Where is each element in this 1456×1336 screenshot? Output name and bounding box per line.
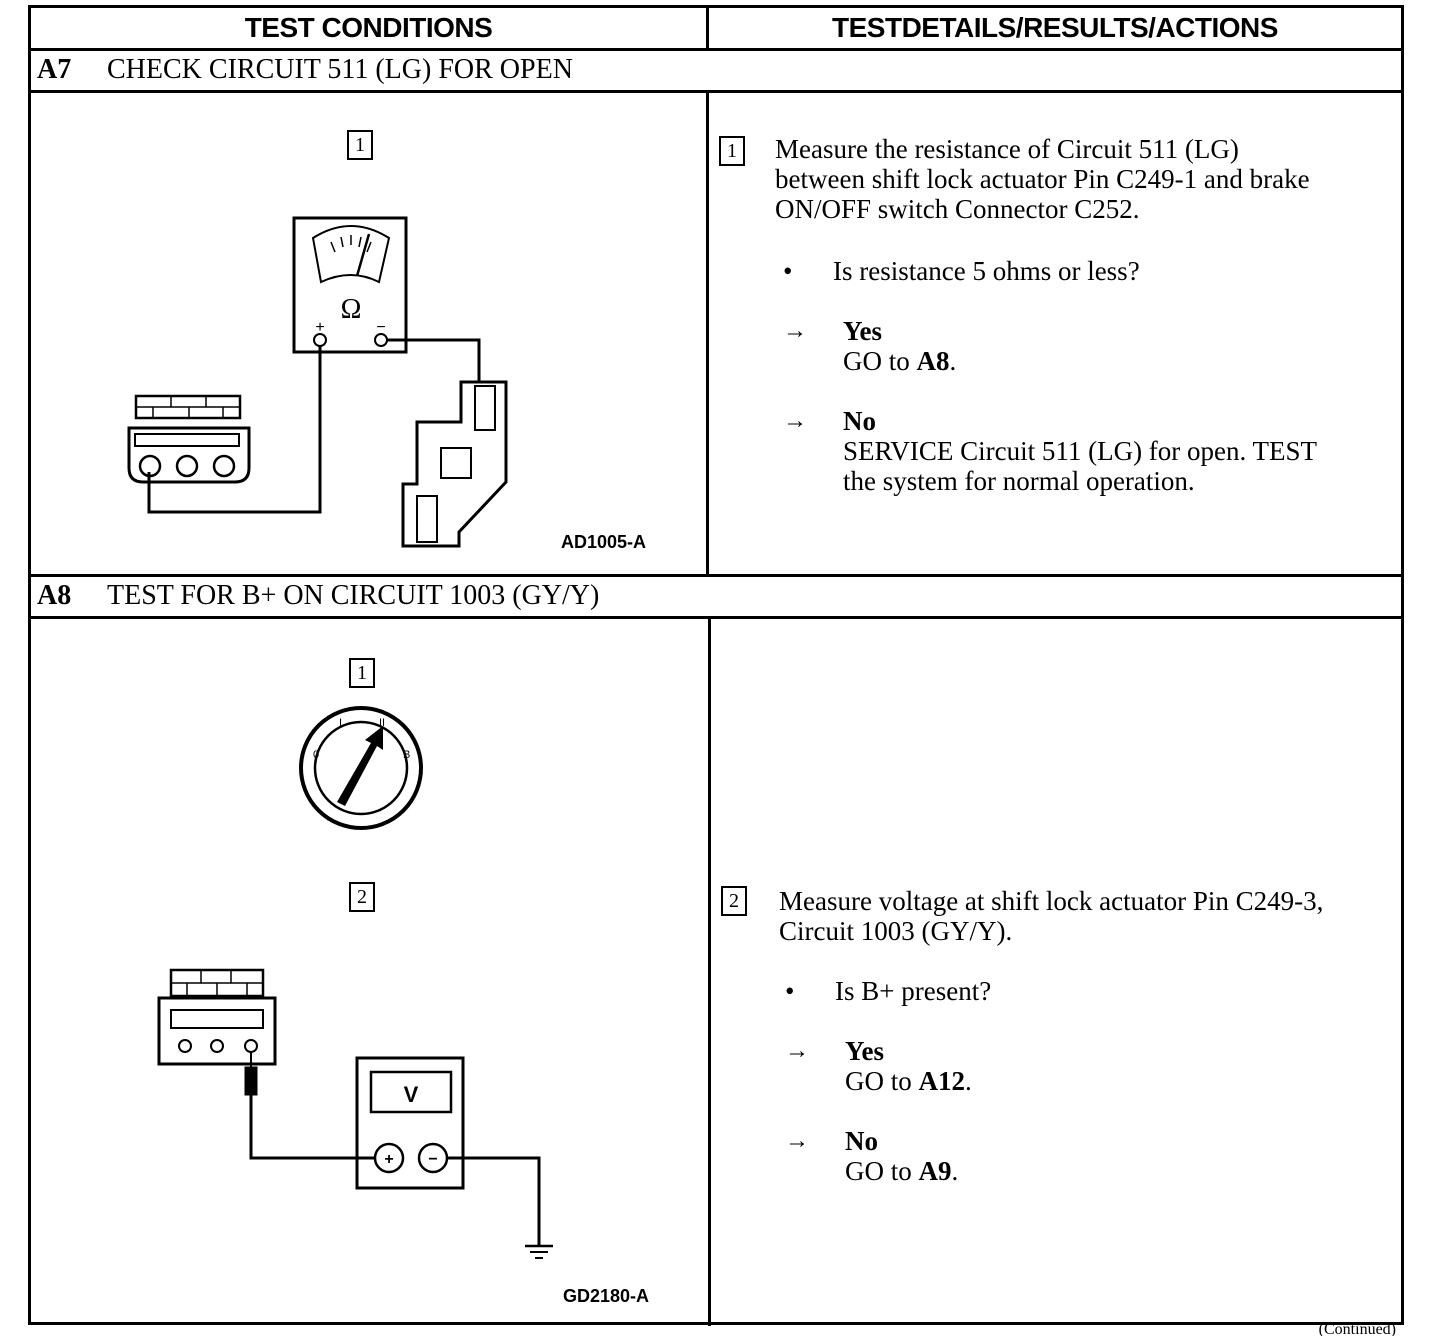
step-number-box: 2 <box>721 886 747 916</box>
ignition-bezel <box>299 706 423 830</box>
section-title-text: CHECK CIRCUIT 511 (LG) FOR OPEN <box>107 54 573 85</box>
figure-id: GD2180-A <box>563 1286 650 1306</box>
bullet: • <box>783 256 793 286</box>
answer-action: GO to A9. <box>845 1156 959 1186</box>
connector-pin <box>212 454 236 478</box>
arrow-icon: → <box>783 318 807 344</box>
minus-sign: − <box>428 1151 437 1168</box>
section-title-text: TEST FOR B+ ON CIRCUIT 1003 (GY/Y) <box>107 580 600 611</box>
svg-text:B: B <box>403 749 410 761</box>
svg-text:I: I <box>339 717 342 729</box>
section-title-a8: A8 TEST FOR B+ ON CIRCUIT 1003 (GY/Y) <box>37 576 599 616</box>
voltmeter-display <box>369 1070 453 1114</box>
connector-body <box>127 426 251 484</box>
diagnostic-table: TEST CONDITIONS TESTDETAILS/RESULTS/ACTI… <box>28 5 1404 1326</box>
divider <box>31 90 1401 93</box>
figure-id: AD1005-A <box>561 532 647 552</box>
minus-sign: − <box>376 319 385 336</box>
bullet: • <box>785 976 795 1006</box>
answer-action: GO to A8. <box>843 346 957 376</box>
ohmmeter-test-diagram: Ω + − <box>127 216 508 548</box>
divider <box>31 574 1401 577</box>
section-code: A8 <box>37 580 72 611</box>
test-question: • Is B+ present? <box>785 976 991 1006</box>
arrow-icon: → <box>785 1128 809 1154</box>
instruction-line: Measure voltage at shift lock actuator P… <box>779 886 1324 916</box>
question-text: Is resistance 5 ohms or less? <box>833 256 1140 286</box>
action-target: A8 <box>916 346 950 376</box>
ignition-switch-diagram: 0 I II B <box>299 706 423 830</box>
column-header-test-details: TESTDETAILS/RESULTS/ACTIONS <box>832 12 1278 43</box>
section-code: A7 <box>37 54 72 85</box>
test-probe <box>244 1066 258 1096</box>
ohm-symbol: Ω <box>341 294 362 325</box>
answer-label: No <box>843 406 876 436</box>
step-number-box: 1 <box>719 136 745 166</box>
divider <box>31 48 1401 51</box>
ohmmeter-dial <box>311 225 391 284</box>
connector-pin <box>138 454 162 478</box>
instruction-line: Circuit 1003 (GY/Y). <box>779 916 1013 946</box>
figure-step-marker: 1 <box>347 130 373 160</box>
connector-pin <box>178 1039 192 1053</box>
column-header-test-conditions: TEST CONDITIONS <box>244 12 493 43</box>
connector-pin <box>210 1039 224 1053</box>
arrow-icon: → <box>783 408 807 434</box>
svg-text:II: II <box>379 717 385 729</box>
answer-action-line: SERVICE Circuit 511 (LG) for open. TEST <box>843 436 1318 466</box>
question-text: Is B+ present? <box>835 976 992 1006</box>
action-target: A12 <box>918 1066 966 1096</box>
figure-step-marker: 2 <box>349 882 375 912</box>
test-question: • Is resistance 5 ohms or less? <box>783 256 1140 286</box>
ignition-cylinder <box>313 720 409 816</box>
column-divider <box>706 8 709 50</box>
voltmeter-test-diagram: V + − <box>157 968 553 1259</box>
answer-label: Yes <box>843 316 882 346</box>
answer-label: Yes <box>845 1036 884 1066</box>
brake-switch-body <box>401 380 508 548</box>
plus-sign: + <box>384 1151 393 1168</box>
section-title-a7: A7 CHECK CIRCUIT 511 (LG) FOR OPEN <box>37 50 573 90</box>
figure-step-marker: 1 <box>349 658 375 688</box>
answer-label: No <box>845 1126 878 1156</box>
column-divider <box>708 616 711 1326</box>
arrow-icon: → <box>785 1038 809 1064</box>
divider <box>31 616 1401 619</box>
answer-no: → No SERVICE Circuit 511 (LG) for open. … <box>783 406 1317 496</box>
svg-text:0: 0 <box>313 749 319 761</box>
ohmmeter-body <box>292 216 408 354</box>
action-target: A9 <box>918 1156 952 1186</box>
instruction-line: Measure the resistance of Circuit 511 (L… <box>775 134 1239 164</box>
answer-action: GO to A12. <box>845 1066 972 1096</box>
connector-pin <box>244 1039 258 1053</box>
ohmmeter-needle <box>355 233 371 277</box>
step-instruction: Measure voltage at shift lock actuator P… <box>779 886 1323 946</box>
voltmeter-body <box>355 1056 465 1190</box>
instruction-line: ON/OFF switch Connector C252. <box>775 194 1140 224</box>
volt-symbol: V <box>404 1082 419 1107</box>
column-divider <box>706 90 709 576</box>
plus-sign: + <box>315 319 324 336</box>
answer-yes: → Yes GO to A12. <box>785 1036 972 1096</box>
answer-action-line: the system for normal operation. <box>843 466 1195 496</box>
answer-no: → No GO to A9. <box>785 1126 958 1186</box>
instruction-line: between shift lock actuator Pin C249-1 a… <box>775 164 1310 194</box>
step-instruction: Measure the resistance of Circuit 511 (L… <box>775 134 1310 224</box>
ignition-key-pointer <box>337 726 383 806</box>
connector-body <box>157 996 277 1066</box>
connector-pin <box>175 454 199 478</box>
answer-yes: → Yes GO to A8. <box>783 316 956 376</box>
continued-note: (Continued) <box>1318 1324 1396 1336</box>
